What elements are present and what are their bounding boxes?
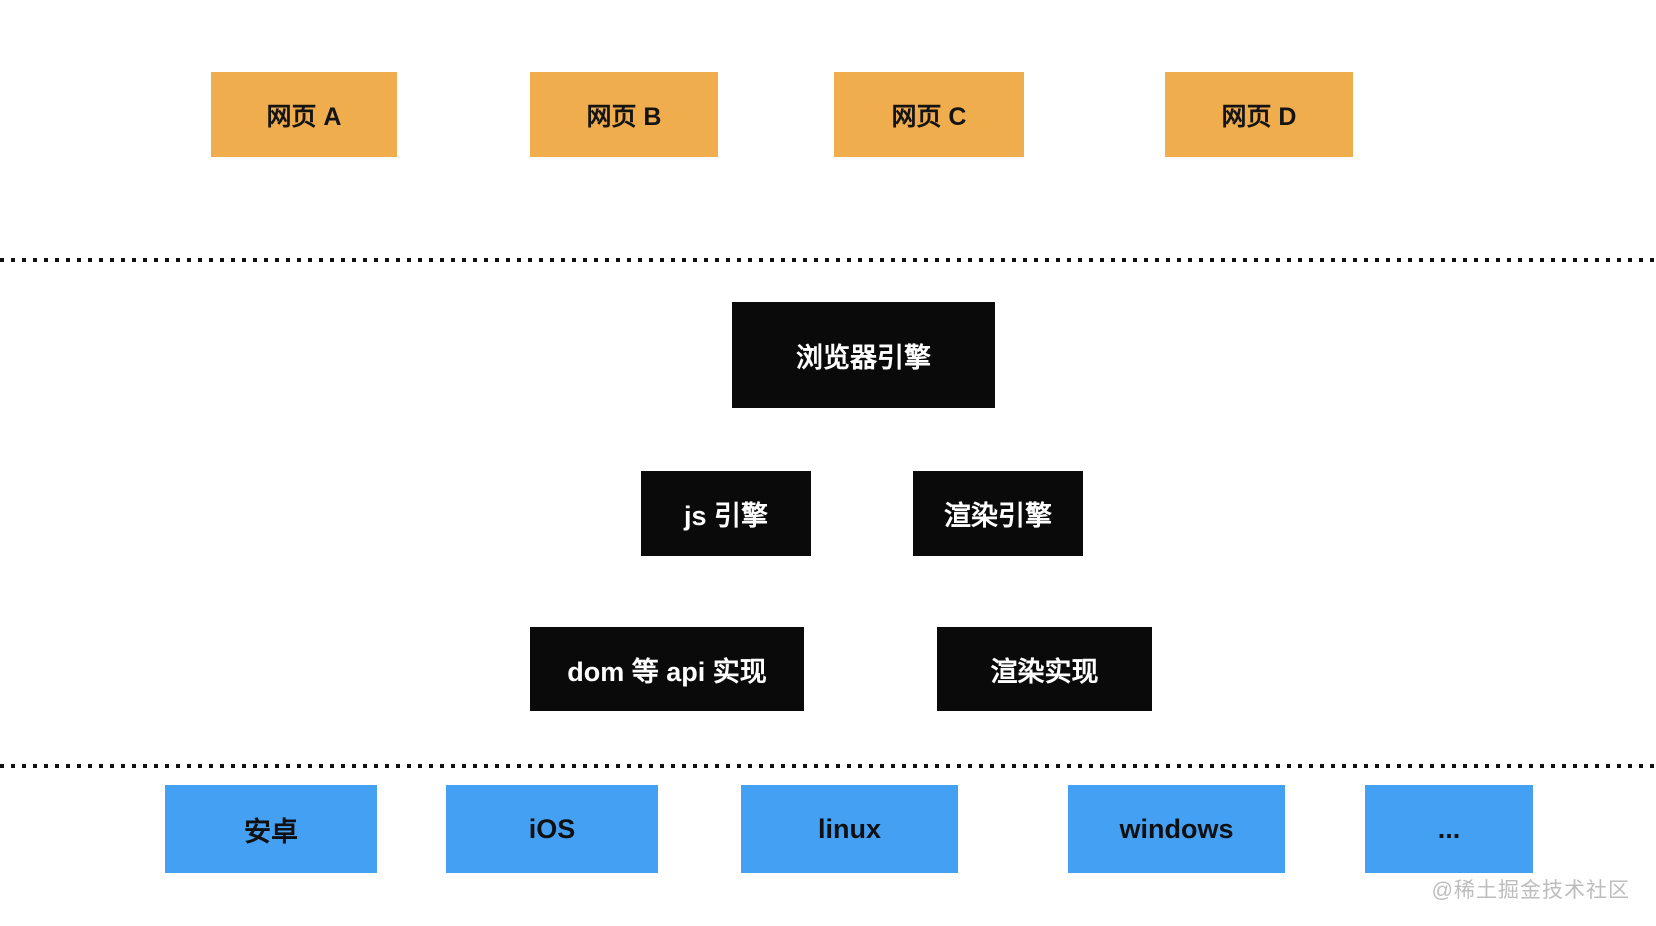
render-impl-label: 渲染实现 bbox=[990, 656, 1099, 687]
platform-linux-box: linux bbox=[741, 785, 958, 873]
js-engine-label: js 引擎 bbox=[683, 501, 769, 531]
dotted-divider-bottom bbox=[0, 764, 1656, 768]
platform-windows-box: windows bbox=[1068, 785, 1285, 873]
dotted-divider-top bbox=[0, 258, 1656, 262]
webpage-c-label: 网页 C bbox=[891, 102, 967, 131]
webpage-b-box: 网页 B bbox=[530, 72, 718, 157]
dom-api-impl-label: dom 等 api 实现 bbox=[567, 656, 767, 687]
dom-api-impl-box: dom 等 api 实现 bbox=[530, 627, 804, 711]
platform-more-box: ... bbox=[1365, 785, 1533, 873]
platform-android-box: 安卓 bbox=[165, 785, 377, 873]
webpage-d-box: 网页 D bbox=[1165, 72, 1353, 157]
platform-linux-label: linux bbox=[817, 813, 881, 844]
webpage-a-label: 网页 A bbox=[266, 102, 342, 131]
browser-engine-box: 浏览器引擎 bbox=[732, 302, 995, 408]
webpage-c-box: 网页 C bbox=[834, 72, 1024, 157]
platform-more-label: ... bbox=[1437, 813, 1461, 844]
platform-windows-label: windows bbox=[1119, 813, 1234, 844]
platform-ios-label: iOS bbox=[528, 813, 576, 844]
webpage-a-box: 网页 A bbox=[211, 72, 397, 157]
render-engine-label: 渲染引擎 bbox=[944, 501, 1052, 531]
platform-android-label: 安卓 bbox=[244, 816, 298, 847]
webpage-d-label: 网页 D bbox=[1221, 102, 1297, 131]
render-engine-box: 渲染引擎 bbox=[913, 471, 1083, 556]
webpage-b-label: 网页 B bbox=[586, 102, 662, 131]
browser-engine-label: 浏览器引擎 bbox=[796, 342, 931, 373]
render-impl-box: 渲染实现 bbox=[937, 627, 1152, 711]
js-engine-box: js 引擎 bbox=[641, 471, 811, 556]
platform-ios-box: iOS bbox=[446, 785, 658, 873]
watermark-text: @稀土掘金技术社区 bbox=[1431, 879, 1630, 902]
